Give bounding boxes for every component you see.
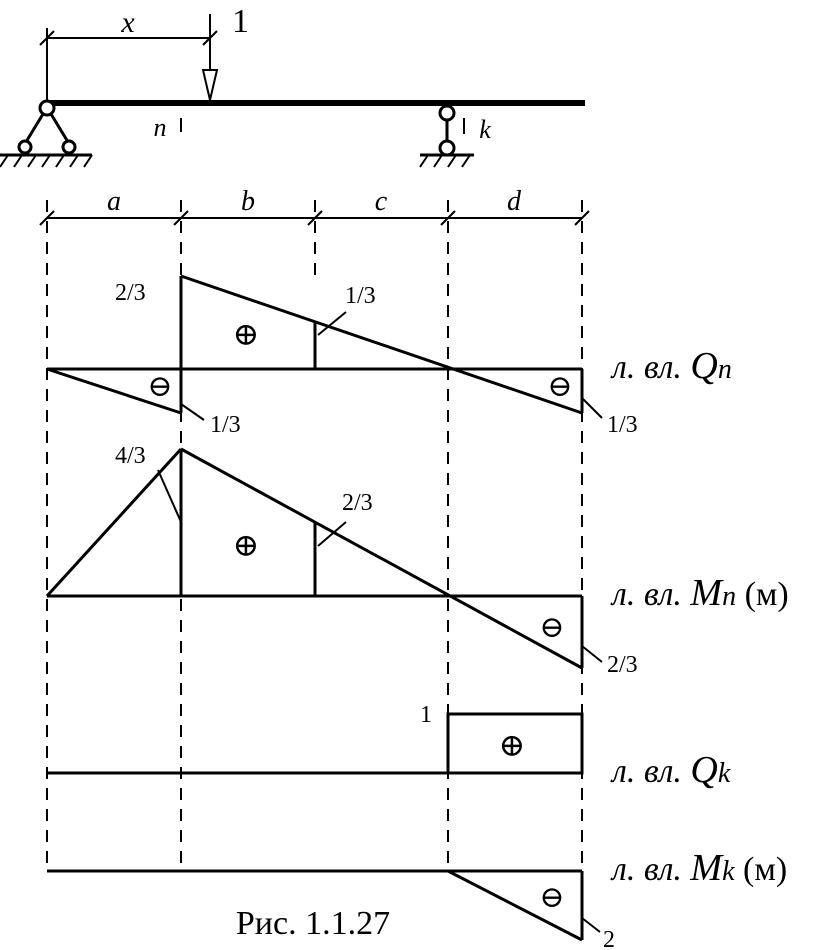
mn-influence-line: 4/3 2/3 2/3 ⊕ ⊖ л. вл. Mn (м) — [45, 443, 789, 678]
qn-label-1-3-mid: 1/3 — [345, 283, 376, 309]
span-dimensions: a b c d — [39, 186, 590, 226]
span-a-label: a — [107, 186, 121, 217]
qn-left-branch — [46, 367, 182, 415]
qn-label-1-3-right: 1/3 — [607, 412, 638, 438]
mn-plus-sign: ⊕ — [233, 527, 260, 563]
mk-right-branch — [447, 869, 583, 942]
qk-influence-line: 1 ⊕ л. вл. Qk — [47, 702, 731, 791]
mn-title: л. вл. Mn (м) — [610, 572, 789, 614]
qn-plus-sign: ⊕ — [233, 316, 260, 352]
qn-title: л. вл. Qn — [610, 345, 732, 387]
mk-title: л. вл. Mk (м) — [610, 847, 787, 889]
span-b-label: b — [241, 186, 255, 217]
x-dimension-left-mark — [39, 30, 55, 46]
mn-right-branch — [180, 447, 583, 670]
mn-minus-sign: ⊖ — [539, 611, 564, 644]
qn-influence-line: 2/3 1/3 1/3 1/3 ⊕ ⊖ ⊖ л. вл. Qn — [46, 274, 732, 438]
beam-scheme: x 1 n — [0, 3, 585, 168]
mn-label-4-3: 4/3 — [115, 443, 146, 469]
qk-label-1: 1 — [420, 702, 432, 728]
qn-minus-sign-right: ⊖ — [547, 370, 572, 403]
span-d-label: d — [507, 186, 522, 217]
qn-minus-sign-left: ⊖ — [147, 370, 172, 403]
mn-left-branch — [45, 447, 183, 598]
qk-title: л. вл. Qk — [610, 749, 731, 791]
section-n-label: n — [154, 113, 167, 142]
figure-caption: Рис. 1.1.27 — [236, 905, 390, 942]
qk-plus-sign: ⊕ — [499, 727, 526, 763]
span-c-label: c — [375, 186, 388, 217]
mn-label-2-3-right: 2/3 — [607, 652, 638, 678]
qn-label-2-3: 2/3 — [115, 280, 146, 306]
force-label: 1 — [232, 3, 249, 40]
force-arrow-head — [201, 69, 219, 101]
x-label: x — [120, 6, 135, 39]
qn-right-branch — [180, 274, 583, 415]
roller-support — [419, 104, 474, 168]
qk-positive-region — [446, 712, 584, 775]
qn-label-1-3-left: 1/3 — [210, 412, 241, 438]
mk-label-2: 2 — [603, 927, 615, 950]
mk-minus-sign: ⊖ — [539, 881, 564, 914]
mk-influence-line: 2 ⊖ л. вл. Mk (м) — [47, 847, 787, 950]
mn-label-2-3-mid: 2/3 — [342, 490, 373, 516]
pinned-support — [0, 99, 93, 168]
section-k-label: k — [479, 115, 491, 144]
